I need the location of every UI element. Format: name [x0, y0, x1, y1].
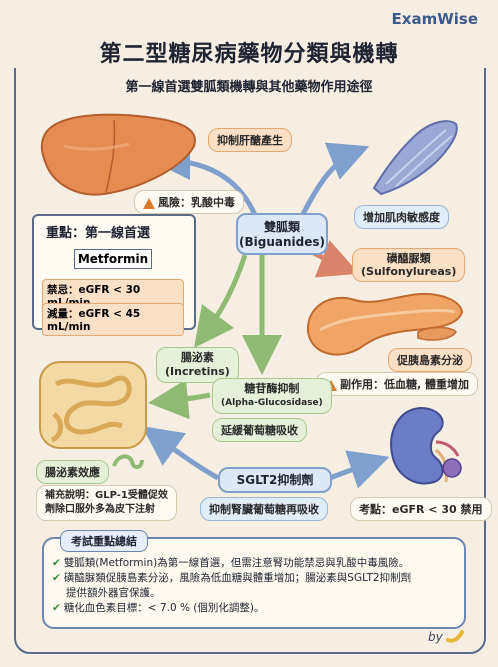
incretins-english: (Incretins) — [165, 365, 230, 378]
agi-name: 糖苷酶抑制 — [244, 382, 300, 395]
key-point-title: 重點：第一線首選 — [46, 226, 151, 241]
drug-name-box: Metformin — [74, 249, 152, 269]
check-icon: ✔ — [52, 602, 61, 614]
arrow-to-muscle — [297, 142, 370, 222]
biguanides-name: 雙胍類 — [263, 220, 300, 234]
summary-item: ✔糖化血色素目標：< 7.0 % (個別化調整)。 — [52, 602, 265, 614]
summary-item: ✔磺醯脲類促胰島素分泌，風險為低血糖與體重增加；腸泌素與SGLT2抑制劑 — [52, 572, 412, 584]
sglt2-note: 考點：eGFR < 30 禁用 — [350, 497, 492, 521]
sglt2-node: SGLT2抑制劑 — [218, 467, 332, 493]
arrow-agi-to-intestine — [148, 379, 211, 420]
check-icon: ✔ — [52, 557, 61, 569]
arrow-sglt2-to-intestine — [141, 426, 220, 481]
key-point-box: 重點：第一線首選 Metformin 禁忌：eGFR < 30 mL/min 減… — [32, 214, 196, 336]
intestine-illustration — [39, 361, 147, 449]
summary-list: ✔雙胍類(Metformin)為第一線首選，但需注意腎功能禁忌與乳酸中毒風險。 … — [52, 556, 456, 616]
summary-item-continued: 提供額外器官保護。 — [66, 587, 161, 599]
arrow-to-incretins — [194, 254, 248, 349]
sglt2-effect-label: 抑制腎臟葡萄糖再吸收 — [200, 497, 328, 521]
liver-effect-label: 抑制肝醣產生 — [208, 128, 292, 152]
biguanides-english: (Biguanides) — [239, 235, 325, 249]
sulfonylureas-side-effect: 副作用：低血糖, 體重增加 — [316, 372, 479, 396]
summary-title: 考試重點總結 — [60, 530, 148, 552]
pancreas-illustration — [306, 292, 464, 356]
incretin-note: 補充說明：GLP-1受體促效 劑除口服外多為皮下注射 — [36, 485, 177, 521]
liver-risk-label: 風險：乳酸中毒 — [134, 190, 244, 214]
sulfonylureas-effect-label: 促胰島素分泌 — [388, 348, 472, 372]
summary-box — [42, 537, 466, 629]
warning-icon — [143, 197, 155, 209]
agi-effect-label: 延緩葡萄糖吸收 — [212, 418, 307, 442]
incretins-name: 腸泌素 — [180, 351, 214, 364]
brand-logo: ExamWise — [391, 10, 478, 28]
banana-icon — [446, 630, 464, 643]
sulfonylureas-english: (Sulfonylureas) — [361, 265, 457, 278]
small-intestine-icon — [112, 454, 144, 469]
dose-reduction-label: 減量：eGFR < 45 mL/min — [42, 303, 184, 336]
agi-english: (Alpha-Glucosidase) — [221, 398, 323, 408]
incretin-note-line2: 劑除口服外多為皮下注射 — [45, 504, 155, 515]
summary-item: ✔雙胍類(Metformin)為第一線首選，但需注意腎功能禁忌與乳酸中毒風險。 — [52, 557, 410, 569]
check-icon: ✔ — [52, 572, 61, 584]
signature: by — [428, 630, 443, 644]
incretin-effect-label: 腸泌素效應 — [36, 460, 109, 484]
agi-node: 糖苷酶抑制 (Alpha-Glucosidase) — [212, 378, 332, 414]
incretin-note-line1: 補充說明：GLP-1受體促效 — [45, 490, 168, 501]
page-title: 第二型糖尿病藥物分類與機轉 — [0, 36, 498, 68]
incretins-node: 腸泌素 (Incretins) — [156, 347, 239, 383]
arrow-sglt2-to-kidney — [329, 450, 390, 489]
muscle-illustration — [372, 120, 458, 196]
kidney-illustration — [390, 406, 462, 485]
biguanides-node: 雙胍類 (Biguanides) — [236, 213, 328, 255]
liver-illustration — [40, 113, 196, 196]
liver-risk-text: 風險：乳酸中毒 — [158, 196, 235, 209]
sulfonylureas-name: 磺醯脲類 — [386, 252, 431, 265]
sulfonylureas-node: 磺醯脲類 (Sulfonylureas) — [352, 248, 466, 282]
page-subtitle: 第一線首選雙胍類機轉與其他藥物作用途徑 — [125, 80, 373, 95]
muscle-effect-label: 增加肌肉敏感度 — [354, 205, 449, 229]
sulfonylureas-side-text: 副作用：低血糖, 體重增加 — [340, 378, 470, 391]
